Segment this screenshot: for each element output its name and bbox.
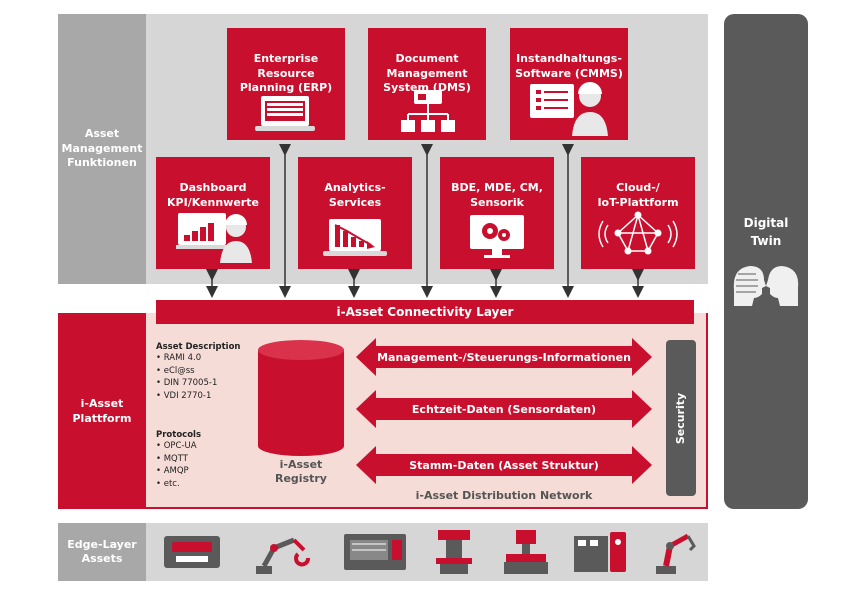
cmms-label: Instandhaltungs- Software (CMMS) bbox=[515, 52, 623, 80]
asset-description-item: DIN 77005-1 bbox=[163, 378, 218, 388]
protocol-item: etc. bbox=[163, 478, 180, 489]
analytics-chart-icon bbox=[323, 219, 387, 256]
digital-twin-label: Digital Twin bbox=[743, 216, 789, 248]
asset-description-item: RAMI 4.0 bbox=[163, 353, 202, 363]
flow-realtime-label: Echtzeit-Daten (Sensordaten) bbox=[411, 402, 597, 416]
digital-twin-panel: Digital Twin bbox=[724, 14, 808, 509]
laptop-table-icon bbox=[255, 96, 315, 131]
flow-arrows bbox=[356, 338, 652, 484]
database-cylinder-icon bbox=[258, 340, 344, 456]
bde-box[interactable]: BDE, MDE, CM, Sensorik bbox=[440, 157, 554, 269]
technician-checklist-icon bbox=[530, 82, 608, 136]
cnc-machine-icon bbox=[344, 534, 406, 570]
edge-layer-label: Edge-Layer Assets bbox=[58, 523, 146, 581]
flow-master-data-label: Stamm-Daten (Asset Struktur) bbox=[409, 458, 599, 472]
iot-network-icon bbox=[598, 211, 678, 255]
dashboard-label: Dashboard KPI/Kennwerte bbox=[167, 181, 259, 209]
flow-management-label: Management-/Steuerungs-Informationen bbox=[377, 350, 631, 364]
security-label: Security bbox=[674, 392, 688, 444]
cmms-box[interactable]: Instandhaltungs- Software (CMMS) bbox=[510, 28, 628, 140]
cloud-iot-box[interactable]: Cloud-/ IoT-Plattform bbox=[581, 157, 695, 269]
asset-management-label: Asset Management Funktionen bbox=[58, 14, 146, 284]
robot-arm-icon bbox=[256, 537, 310, 574]
industrial-robot-icon bbox=[656, 533, 696, 574]
connectivity-layer-bar: i-Asset Connectivity Layer bbox=[156, 300, 694, 324]
erp-label: Enterprise Resource Planning (ERP) bbox=[239, 52, 333, 94]
protocols-title: Protocols bbox=[156, 430, 202, 440]
dashboard-technician-icon bbox=[176, 213, 252, 263]
twin-heads-icon bbox=[733, 266, 799, 306]
platform-label: i-Asset Plattform bbox=[72, 396, 132, 425]
distribution-network-label: i-Asset Distribution Network bbox=[415, 489, 593, 502]
milling-machine-icon bbox=[504, 530, 548, 574]
registry-label: i-Asset Registry bbox=[275, 458, 327, 486]
protocol-item: OPC-UA bbox=[163, 441, 197, 451]
asset-description-title: Asset Description bbox=[156, 342, 241, 352]
erp-box[interactable]: Enterprise Resource Planning (ERP) bbox=[227, 28, 345, 140]
security-bar: Security bbox=[666, 340, 696, 496]
cloud-iot-label: Cloud-/ IoT-Plattform bbox=[597, 181, 679, 209]
control-unit-icon bbox=[164, 536, 220, 568]
dms-box[interactable]: Document Management System (DMS) bbox=[368, 28, 486, 140]
press-machine-icon bbox=[436, 530, 472, 574]
asset-description-item: eCl@ss bbox=[163, 365, 195, 376]
asset-description-item: VDI 2770-1 bbox=[163, 390, 212, 401]
monitor-gears-icon bbox=[470, 215, 524, 258]
analytics-box[interactable]: Analytics- Services bbox=[298, 157, 412, 269]
document-tree-icon bbox=[401, 90, 455, 132]
connector-arrows bbox=[206, 144, 644, 298]
dashboard-box[interactable]: Dashboard KPI/Kennwerte bbox=[156, 157, 270, 269]
bde-label: BDE, MDE, CM, Sensorik bbox=[451, 181, 543, 209]
dms-label: Document Management System (DMS) bbox=[383, 52, 471, 94]
asset-description-block: Asset Description • RAMI 4.0 • eCl@ss • … bbox=[156, 342, 256, 402]
analytics-label: Analytics- Services bbox=[324, 181, 386, 209]
protocol-item: AMQP bbox=[163, 466, 189, 476]
protocol-item: MQTT bbox=[163, 453, 188, 464]
protocols-block: Protocols • OPC-UA • MQTT • AMQP • etc. bbox=[156, 430, 256, 490]
control-cabinet-icon bbox=[574, 532, 626, 572]
